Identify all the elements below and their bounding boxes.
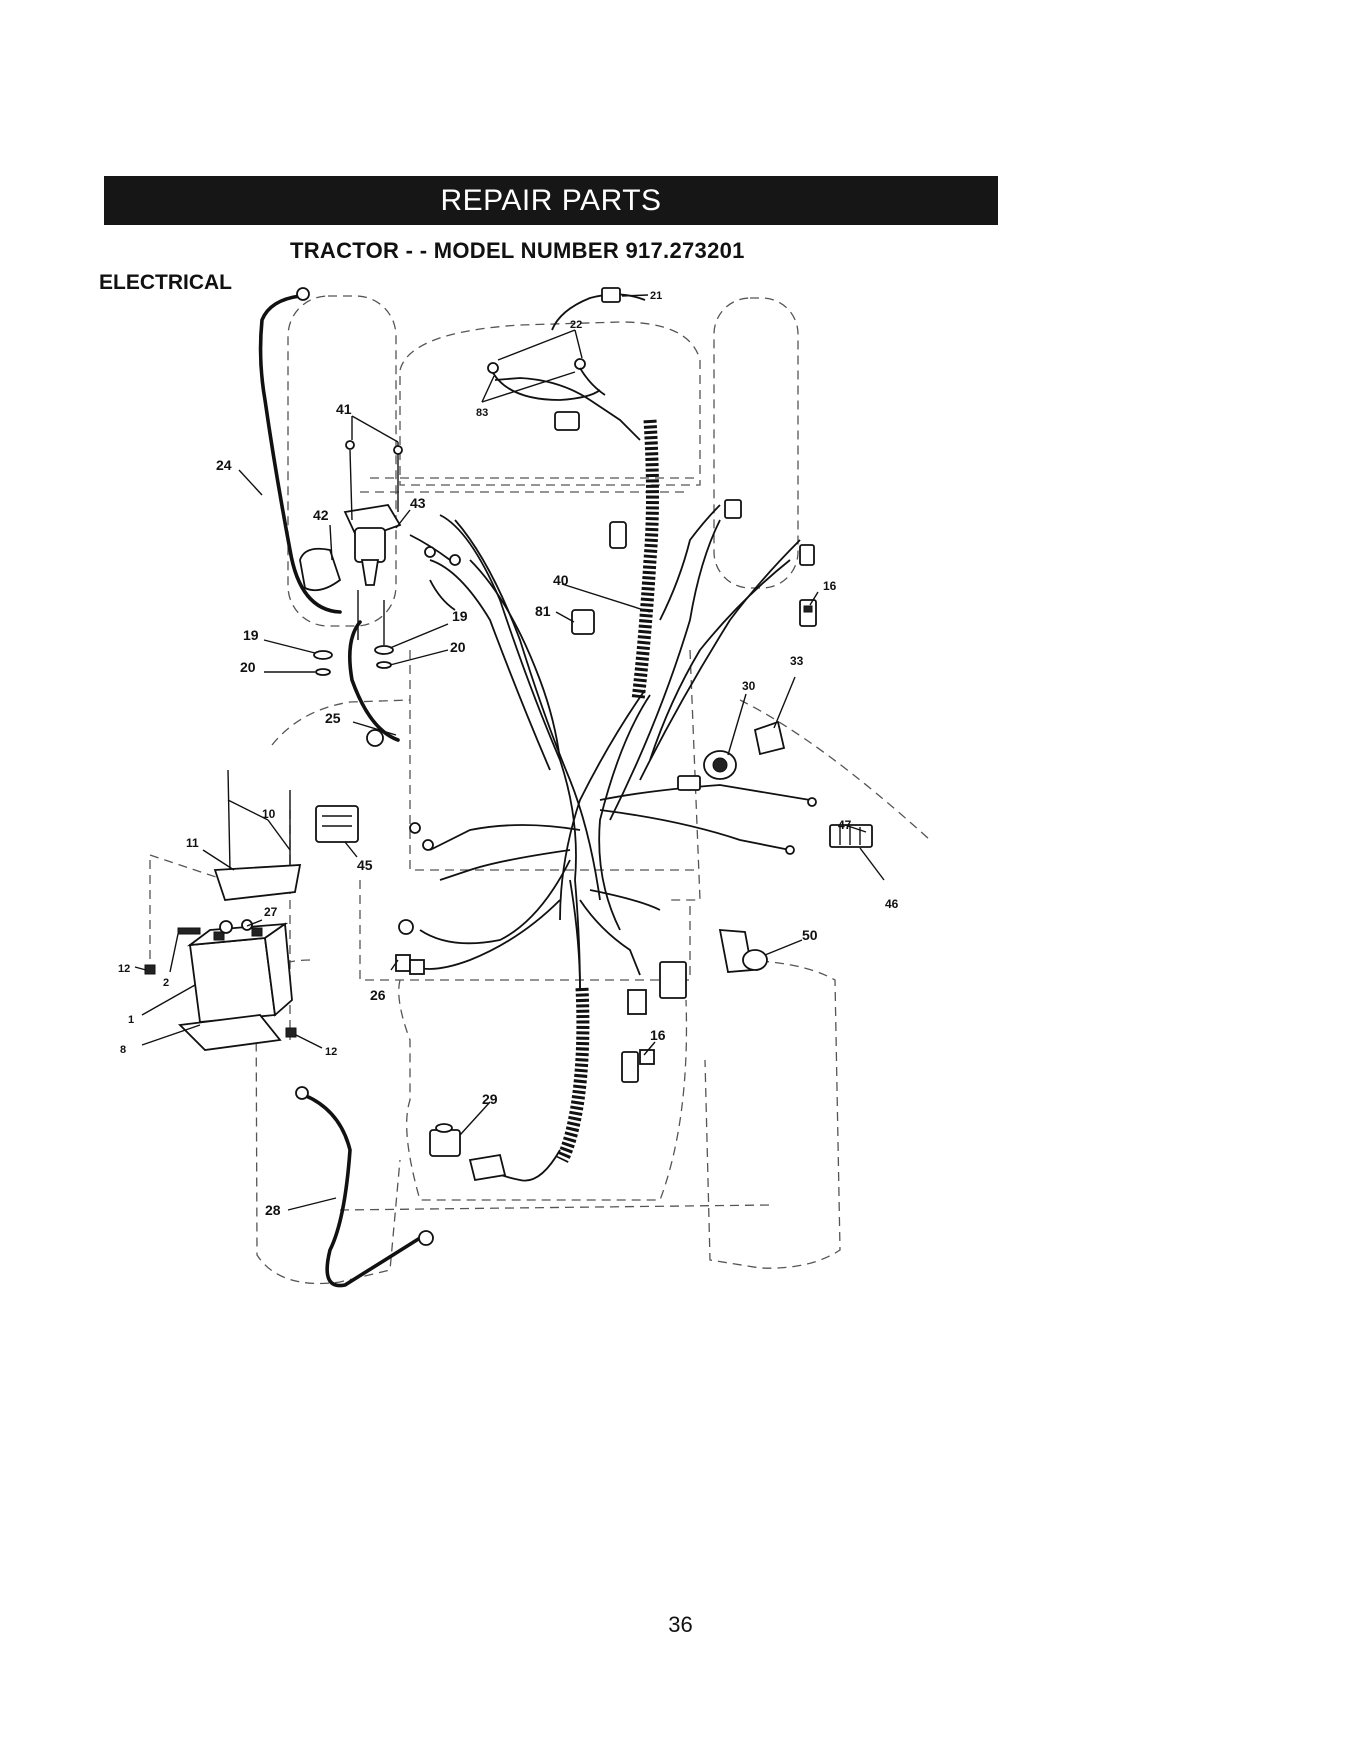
wiring-harness	[410, 294, 810, 1180]
callout-43: 43	[410, 495, 426, 511]
callout-81: 81	[535, 603, 551, 619]
callout-1: 1	[128, 1014, 134, 1026]
callout-22: 22	[570, 319, 582, 331]
callout-16-lower: 16	[650, 1027, 666, 1043]
coiled-harness	[562, 420, 653, 1160]
callout-45: 45	[357, 857, 373, 873]
callout-16-upper: 16	[823, 579, 837, 593]
callout-29: 29	[482, 1091, 498, 1107]
callout-leaders	[135, 295, 884, 1210]
callout-21: 21	[650, 290, 662, 302]
page-number: 36	[0, 1612, 1361, 1638]
callout-30: 30	[742, 679, 756, 693]
callout-20-left: 20	[240, 659, 256, 675]
callout-20-right: 20	[450, 639, 466, 655]
callout-40: 40	[553, 572, 569, 588]
callout-24: 24	[216, 457, 232, 473]
callout-11: 11	[186, 836, 199, 850]
callout-83: 83	[476, 407, 488, 419]
callout-28: 28	[265, 1202, 281, 1218]
callout-19-right: 19	[452, 608, 468, 624]
callout-33: 33	[790, 654, 804, 668]
callout-8: 8	[120, 1044, 126, 1056]
callout-26: 26	[370, 987, 386, 1003]
components	[145, 288, 872, 1180]
callout-41: 41	[336, 401, 352, 417]
callout-47: 47	[838, 818, 852, 832]
callout-25: 25	[325, 710, 341, 726]
tractor-outline	[150, 296, 930, 1283]
callout-27: 27	[264, 905, 278, 919]
callout-2: 2	[163, 977, 169, 989]
callout-labels: 22 21 83 41 24 42 43 40 16 81 19 19 20 2…	[118, 290, 899, 1218]
callout-12-right: 12	[325, 1046, 337, 1058]
callout-12-left: 12	[118, 963, 130, 975]
callout-19-left: 19	[243, 627, 259, 643]
callout-10: 10	[262, 807, 276, 821]
callout-42: 42	[313, 507, 329, 523]
callout-46: 46	[885, 897, 899, 911]
callout-50: 50	[802, 927, 818, 943]
